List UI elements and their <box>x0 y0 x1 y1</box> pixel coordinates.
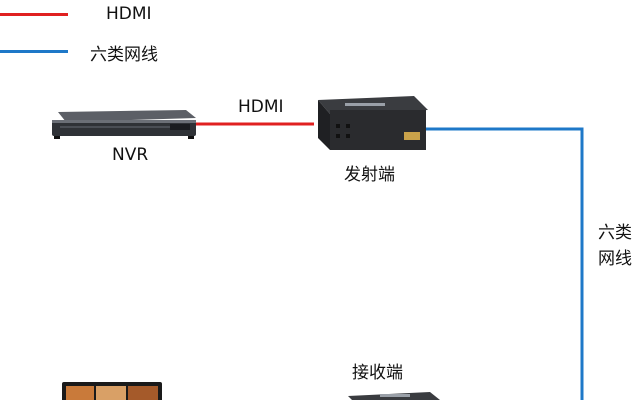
legend-hdmi-line <box>0 13 68 16</box>
transmitter-label: 发射端 <box>344 165 395 185</box>
cat6-cable-label-line2: 网线 <box>598 249 632 269</box>
legend-cat6-label: 六类网线 <box>90 45 158 65</box>
receiver-device <box>348 392 440 400</box>
nvr-label: NVR <box>112 145 149 165</box>
cat6-cable-label-line1: 六类 <box>598 223 632 243</box>
legend-cat6-line <box>0 50 68 53</box>
receiver-label: 接收端 <box>352 363 403 383</box>
monitor-device <box>62 382 162 400</box>
nvr-device <box>52 110 196 139</box>
transmitter-device <box>318 96 428 150</box>
hdmi-cable-label: HDMI <box>238 97 284 117</box>
legend-hdmi-label: HDMI <box>106 4 152 24</box>
cat6-cable <box>418 127 584 400</box>
